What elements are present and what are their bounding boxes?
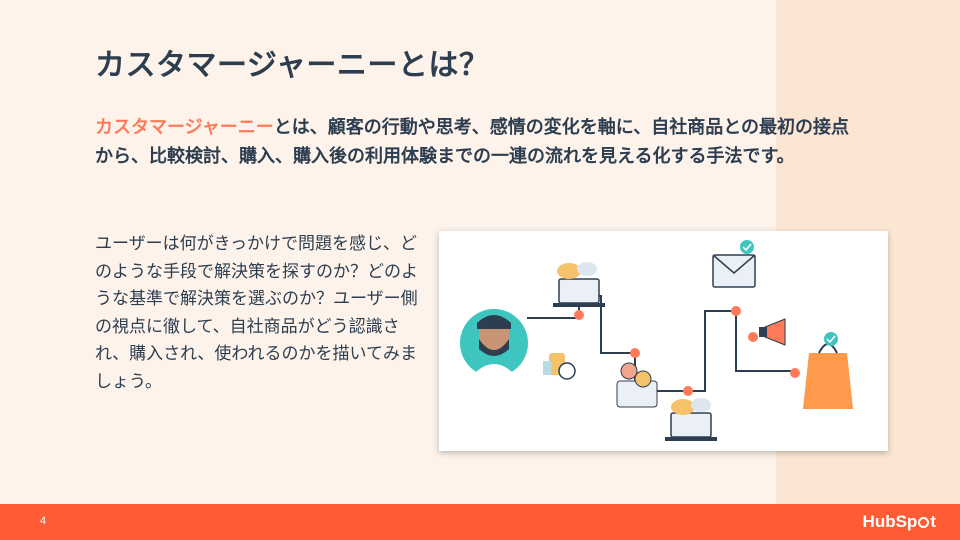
shopping-bag-icon xyxy=(803,332,853,409)
journey-dot xyxy=(683,386,693,396)
definition-rest: とは、顧客の行動や思考、感情の変化を軸に、自社商品との最初の接点から、比較検討、… xyxy=(95,117,850,167)
journey-dot xyxy=(574,310,584,320)
laptop-chat-icon xyxy=(553,262,605,307)
email-check-icon xyxy=(712,240,756,288)
body-text: ユーザーは何がきっかけで問題を感じ、どのような手段で解決策を探すのか？どのような… xyxy=(95,234,418,392)
people-chat-icon xyxy=(616,362,658,408)
laptop-chat-icon-2 xyxy=(665,398,717,441)
logo-prefix: HubSp xyxy=(862,512,918,531)
definition-text: カスタマージャーニーとは、顧客の行動や思考、感情の変化を軸に、自社商品との最初の… xyxy=(95,113,865,171)
avatar-icon xyxy=(460,309,528,377)
journey-path-graphic xyxy=(460,240,853,441)
megaphone-icon xyxy=(759,318,786,346)
journey-dot xyxy=(731,306,741,316)
sprocket-icon xyxy=(918,517,930,528)
logo-suffix: t xyxy=(930,512,936,531)
journey-dot xyxy=(630,348,640,358)
journey-dot xyxy=(790,368,800,378)
thumbs-up-icon xyxy=(543,353,576,380)
definition-highlight: カスタマージャーニー xyxy=(95,117,274,138)
page-title: カスタマージャーニーとは？ xyxy=(95,48,490,83)
journey-dot xyxy=(748,332,758,342)
customer-journey-illustration xyxy=(439,231,888,451)
page-number: 4 xyxy=(40,515,47,527)
